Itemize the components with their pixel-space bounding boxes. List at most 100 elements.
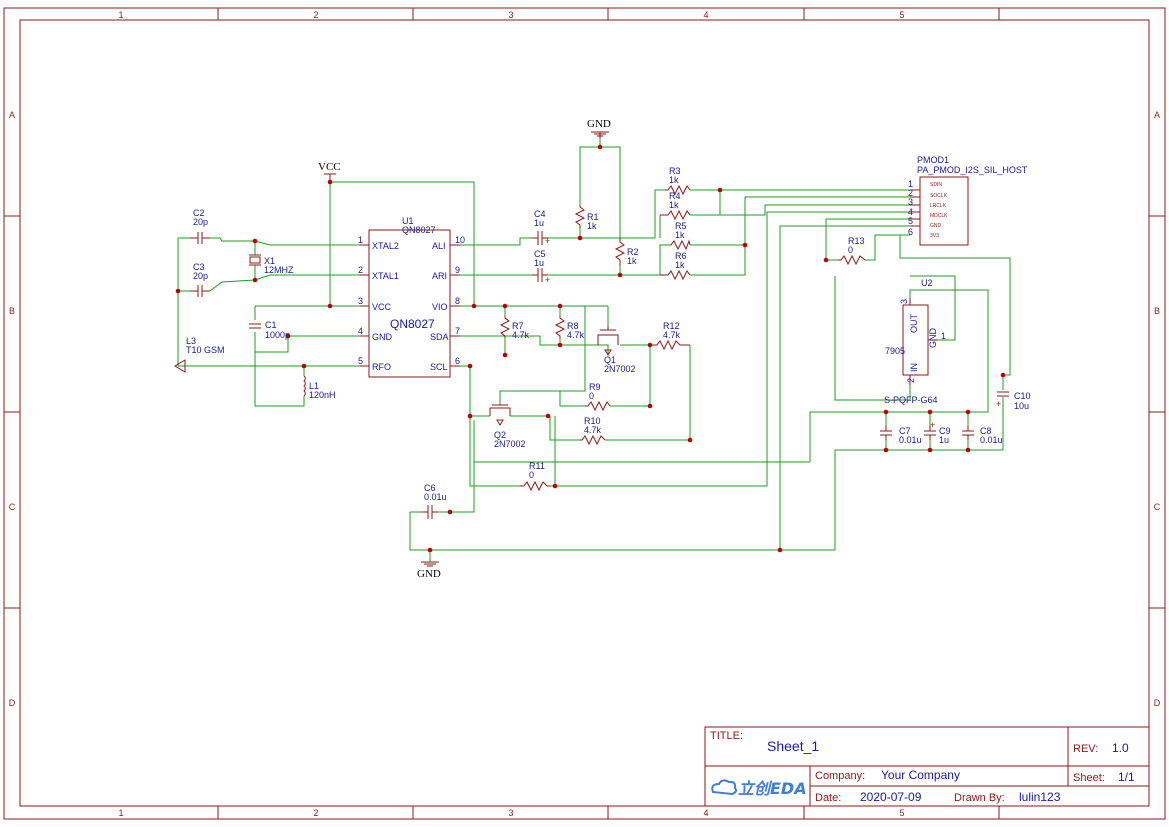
u1-value: QN8027	[402, 225, 436, 235]
row-label: B	[9, 306, 15, 316]
u1-pin-name: VCC	[372, 302, 392, 312]
r6-value: 1k	[675, 260, 685, 270]
row-label: A	[9, 110, 15, 120]
l3-antenna[interactable]: L3 T10 GSM	[174, 336, 225, 373]
r11-ref: R11	[529, 461, 545, 471]
u2-pin-name: OUT	[909, 314, 919, 334]
logo-text: 立创EDA	[738, 779, 807, 798]
c1-ref: C1	[265, 320, 277, 330]
u2-pin-num: 3	[899, 299, 909, 304]
sheet-number-label: Sheet:	[1073, 772, 1105, 784]
c5-capacitor[interactable]: + C5 1u	[532, 249, 550, 285]
c9-capacitor[interactable]: + C9 1u	[924, 420, 951, 445]
u2-value: 7905	[885, 346, 905, 356]
drawn-by-label: Drawn By:	[954, 792, 1005, 804]
junctions	[175, 144, 1006, 553]
c10-capacitor[interactable]: + C10 10u	[996, 391, 1031, 411]
sheet-title: Sheet_1	[767, 738, 819, 754]
c7-value: 0.01u	[899, 435, 922, 445]
c2-ref: C2	[193, 208, 205, 218]
pmod1-pin-name: 3V3	[930, 233, 939, 239]
r13-resistor[interactable]: R13 0	[838, 236, 866, 266]
r6-ref: R6	[675, 251, 687, 261]
row-labels-left: A B C D	[9, 110, 16, 708]
x1-value: 12MHZ	[264, 265, 294, 275]
r2-value: 1k	[627, 256, 637, 266]
r3-ref: R3	[669, 166, 681, 176]
c3-value: 20p	[193, 271, 208, 281]
x1-crystal[interactable]: X1 12MHZ	[249, 254, 294, 275]
l1-inductor[interactable]: L1 120nH	[303, 375, 336, 400]
c7-capacitor[interactable]: C7 0.01u	[880, 426, 922, 445]
col-label: 4	[703, 10, 708, 20]
r7-resistor[interactable]: R7 4.7k	[499, 316, 530, 340]
q1-value: 2N7002	[604, 364, 636, 374]
vcc-symbol: VCC	[318, 161, 341, 180]
q1-mosfet[interactable]: Q1 2N7002	[597, 326, 636, 374]
u1-pin-num: 1	[358, 235, 363, 245]
c6-capacitor[interactable]: C6 0.01u	[422, 483, 447, 519]
u1-pin-name: XTAL2	[372, 241, 399, 251]
vcc-label: VCC	[318, 161, 341, 173]
c8-capacitor[interactable]: C8 0.01u	[962, 426, 1003, 445]
col-label: 1	[118, 808, 123, 818]
u1-pin-name: RFO	[372, 362, 391, 372]
u1-qn8027[interactable]: U1 QN8027 QN8027 1 XTAL2 2 XTAL1 3 VCC 4…	[358, 216, 465, 378]
r7-ref: R7	[512, 321, 524, 331]
r13-ref: R13	[848, 236, 865, 246]
r9-resistor[interactable]: R9 0	[585, 382, 611, 412]
r3-value: 1k	[669, 175, 679, 185]
pmod1-connector[interactable]: PMOD1 PA_PMOD_I2S_SIL_HOST 1 2 3 4 5 6 S…	[908, 155, 1028, 246]
r11-resistor[interactable]: R11 0	[520, 461, 550, 492]
u1-pin-name: VIO	[432, 302, 448, 312]
r12-resistor[interactable]: R12 4.7k	[650, 321, 690, 351]
c3-capacitor[interactable]: C3 20p	[190, 262, 210, 297]
gnd-label: GND	[587, 118, 611, 130]
c2-capacitor[interactable]: C2 20p	[190, 208, 210, 244]
c1-capacitor[interactable]: C1 1000p	[249, 320, 290, 340]
r2-resistor[interactable]: R2 1k	[614, 238, 639, 266]
pmod1-pin-name: GND	[930, 223, 942, 229]
column-labels-bottom: 1 2 3 4 5	[118, 808, 904, 818]
u2-regulator[interactable]: U2 7905 S-PQFP-G64 3 OUT GND 1 IN 2	[884, 278, 946, 405]
u1-pin-name: SDA	[430, 332, 449, 342]
pmod1-pin-num: 6	[908, 227, 913, 237]
u1-body-label: QN8027	[390, 317, 435, 331]
r1-value: 1k	[587, 221, 597, 231]
u1-pin-num: 5	[358, 356, 363, 366]
col-label: 1	[118, 10, 123, 20]
svg-text:+: +	[930, 420, 935, 430]
svg-text:+: +	[545, 236, 550, 246]
col-label: 4	[703, 808, 708, 818]
r1-resistor[interactable]: R1 1k	[574, 205, 599, 231]
row-label: C	[9, 502, 16, 512]
u2-ref: U2	[921, 278, 933, 288]
r6-resistor[interactable]: R6 1k	[660, 251, 691, 281]
q1-ref: Q1	[604, 355, 616, 365]
date-value: 2020-07-09	[860, 790, 922, 804]
cloud-icon	[711, 779, 737, 796]
col-label: 5	[899, 808, 904, 818]
col-label: 3	[508, 10, 513, 20]
u1-pin-num: 4	[358, 326, 363, 336]
u1-pin-name: ARI	[432, 271, 447, 281]
column-labels-top: 1 2 3 4 5	[118, 10, 904, 20]
row-label: C	[1154, 502, 1161, 512]
r3-resistor[interactable]: R3 1k	[665, 166, 691, 196]
pmod1-value: PA_PMOD_I2S_SIL_HOST	[917, 165, 1028, 175]
r13-value: 0	[848, 245, 853, 255]
r8-resistor[interactable]: R8 4.7k	[554, 316, 585, 340]
pmod1-pin-num: 4	[908, 207, 913, 217]
pmod1-pin-num: 3	[908, 197, 913, 207]
r10-resistor[interactable]: R10 4.7k	[580, 416, 606, 446]
r5-resistor[interactable]: R5 1k	[670, 221, 691, 251]
company-value: Your Company	[881, 768, 960, 782]
u1-pin-num: 2	[358, 265, 363, 275]
col-label: 2	[313, 10, 318, 20]
c4-capacitor[interactable]: + C4 1u	[532, 209, 550, 246]
q2-mosfet[interactable]: Q2 2N7002	[489, 404, 526, 449]
u2-pin-num: 1	[941, 331, 946, 341]
rev-label: REV:	[1073, 743, 1098, 755]
r4-resistor[interactable]: R4 1k	[660, 191, 691, 221]
